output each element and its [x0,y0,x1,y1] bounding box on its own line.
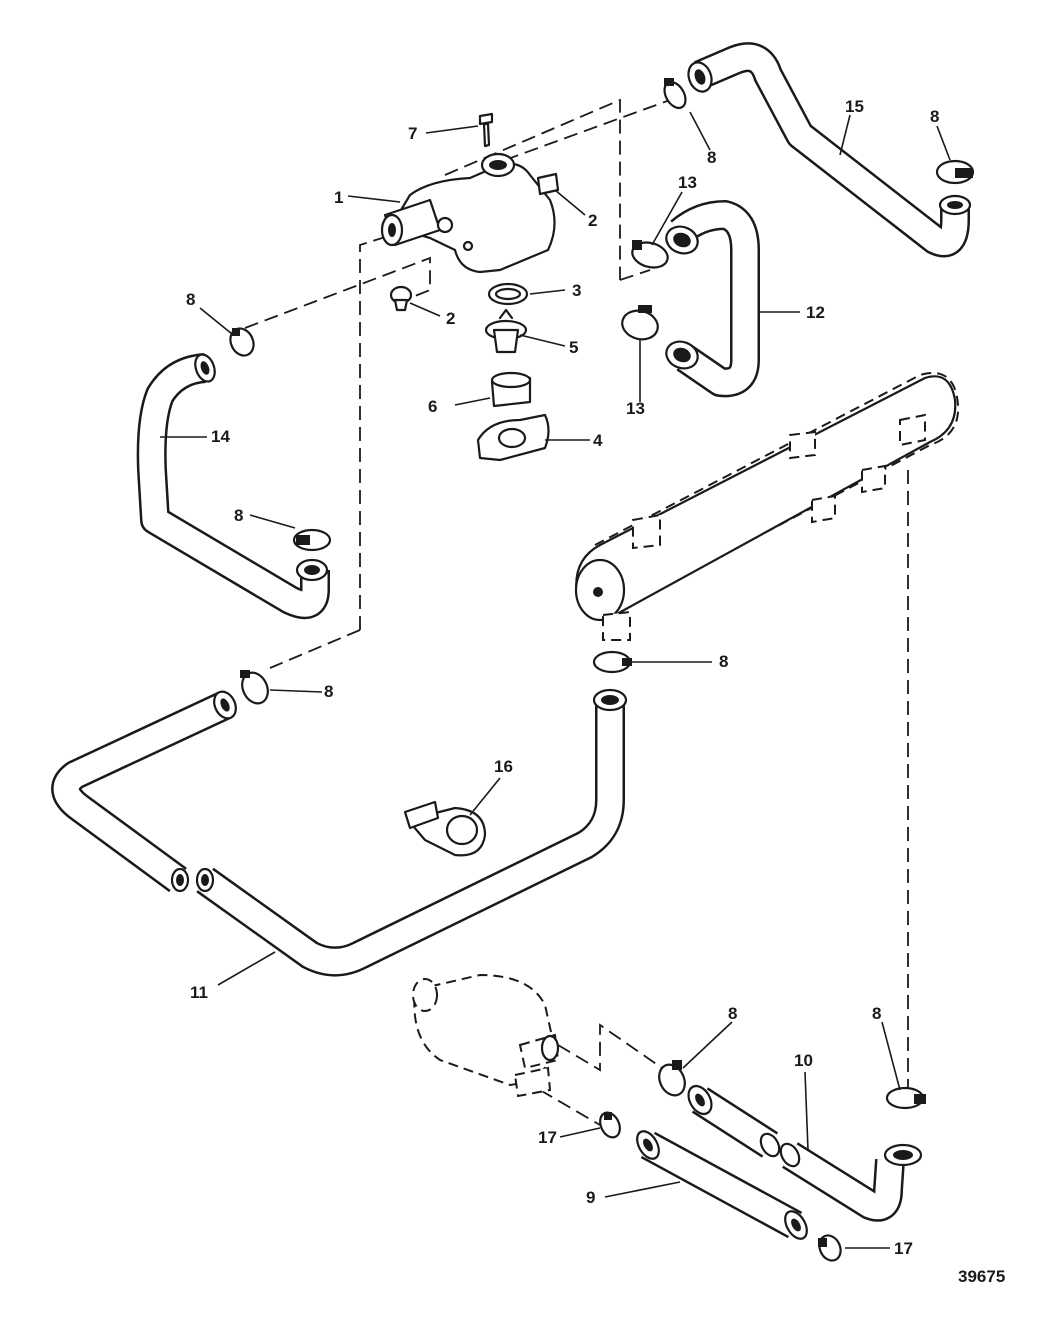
hose-12 [665,200,760,398]
callout-6: 6 [428,397,437,416]
callout-14: 14 [211,427,230,446]
callout-4: 4 [593,431,603,450]
callout-2-left: 2 [446,309,455,328]
callout-8-top: 8 [707,148,716,167]
callout-8-lower-mid: 8 [728,1004,737,1023]
callout-10: 10 [794,1051,813,1070]
clamp-8-mid-left [240,670,269,705]
clamp-8-upper-right [935,159,975,185]
callout-11: 11 [190,983,208,1002]
sleeve-6 [490,371,532,408]
callout-8-left-bottom: 8 [234,506,243,525]
callout-5: 5 [569,338,578,357]
plug-2-left [389,285,413,312]
hose-9 [636,1130,808,1240]
callout-7: 7 [408,124,417,143]
clamp-8-left-top [229,327,255,357]
thermostat-5 [484,308,528,354]
callout-13-upper: 13 [678,173,697,192]
plug-2-right [536,172,560,196]
callout-17-left: 17 [538,1128,557,1147]
callout-17-right: 17 [894,1239,913,1258]
manifold-cooler [574,372,960,641]
callout-8-lower-right: 8 [872,1004,881,1023]
callout-8-upper-right: 8 [930,107,939,126]
hose-bracket-16 [403,800,487,857]
clamp-17-left [599,1111,621,1139]
bolt-7 [478,112,494,148]
clamp-13-lower [621,305,659,341]
water-pump [412,973,560,1098]
gasket-4 [476,413,550,462]
callout-leaders [160,111,951,1249]
hose-11 [51,688,628,977]
clamp-17-right [818,1234,842,1262]
callout-1: 1 [334,188,343,207]
clamp-8-mid-right [592,650,632,674]
callout-12: 12 [806,303,825,322]
hose-10 [687,1084,923,1222]
clamp-8-left-bottom [292,528,332,552]
seal-3 [487,282,529,306]
clamp-8-lower-mid [658,1060,686,1097]
callout-8-left-top: 8 [186,290,195,309]
callout-8-mid-right: 8 [719,652,728,671]
callout-3: 3 [572,281,581,300]
callout-labels: 1 2 2 3 4 5 6 7 8 8 8 8 8 8 8 8 9 10 11 … [186,97,939,1258]
hose-14 [136,353,330,620]
callout-2-right: 2 [588,211,597,230]
hose-15 [687,42,972,258]
thermostat-housing [380,152,556,274]
callout-13-lower: 13 [626,399,645,418]
clamp-8-top [663,78,687,110]
clamp-13-upper [631,240,669,269]
callout-16: 16 [494,757,513,776]
callout-9: 9 [586,1188,595,1207]
callout-15: 15 [845,97,864,116]
callout-8-mid-left: 8 [324,682,333,701]
clamp-8-lower-right [885,1086,926,1110]
figure-number: 39675 [958,1267,1005,1286]
